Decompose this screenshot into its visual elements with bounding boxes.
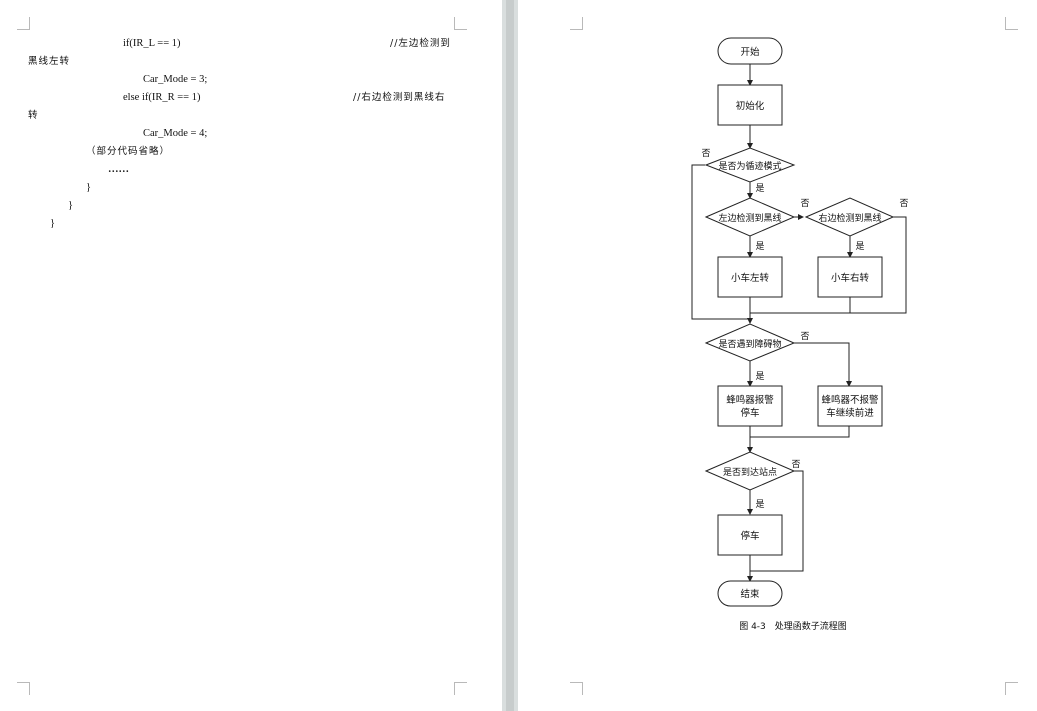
no-label: 否	[899, 198, 908, 209]
margin-mark-bottom-left	[570, 682, 583, 695]
yes-label: 是	[755, 371, 764, 382]
turn-left-label: 小车左转	[731, 272, 770, 284]
decision-right-diamond	[804, 197, 895, 237]
decision-left-diamond	[704, 197, 796, 237]
code-line: else if(IR_R == 1)	[123, 92, 201, 103]
stop-label: 停车	[740, 530, 759, 542]
decision-obstacle-diamond	[704, 323, 796, 362]
start-label: 开始	[740, 46, 760, 58]
decision-left-label: 左边检测到黑线	[718, 212, 781, 224]
margin-mark-top-right	[1005, 17, 1018, 30]
alarm-stop-label-1: 蜂鸣器报警	[726, 394, 774, 406]
alarm-stop-box	[717, 385, 783, 427]
margin-mark-top-right	[454, 17, 467, 30]
turn-right-box	[817, 256, 883, 298]
code-brace: }	[50, 218, 56, 229]
no-label: 否	[701, 148, 710, 159]
code-line: if(IR_L == 1)	[123, 38, 181, 49]
code-comment: //右边检测到黑线右	[353, 92, 446, 103]
alarm-stop-label-2: 停车	[740, 407, 759, 419]
decision-station-label: 是否到达站点	[723, 466, 777, 478]
yes-label: 是	[755, 499, 764, 510]
no-label: 否	[800, 331, 809, 342]
decision-obstacle-label: 是否遇到障碍物	[718, 338, 781, 350]
decision-right-label: 右边检测到黑线	[818, 212, 881, 224]
margin-mark-top-left	[570, 17, 583, 30]
no-alarm-box	[817, 385, 883, 427]
yes-label: 是	[855, 241, 864, 252]
margin-mark-top-left	[17, 17, 30, 30]
document-page-left: if(IR_L == 1) //左边检测到 黑线左转 Car_Mode = 3;…	[0, 0, 502, 711]
code-omitted-note: （部分代码省略）	[86, 146, 171, 157]
decision-mode-diamond	[704, 147, 796, 183]
start-terminal	[717, 37, 783, 65]
decision-station-diamond	[704, 451, 796, 491]
page-gap	[502, 0, 518, 711]
turn-right-label: 小车右转	[831, 272, 870, 284]
init-label: 初始化	[736, 100, 765, 112]
no-alarm-label-2: 车继续前进	[826, 407, 874, 419]
margin-mark-bottom-left	[17, 682, 30, 695]
end-label: 结束	[740, 588, 760, 600]
yes-label: 是	[755, 241, 764, 252]
end-terminal	[717, 580, 783, 607]
code-ellipsis: ……	[108, 164, 129, 175]
code-brace: }	[68, 200, 74, 211]
no-label: 否	[800, 198, 809, 209]
document-page-right: 开始 初始化 是否为循迹模式 左边检测到黑线 右边检测到黑线 小车左转 小车右转…	[518, 0, 1037, 711]
no-alarm-label-1: 蜂鸣器不报警	[821, 394, 879, 406]
decision-mode-label: 是否为循迹模式	[718, 160, 781, 172]
code-line: Car_Mode = 3;	[143, 74, 208, 85]
code-line: Car_Mode = 4;	[143, 128, 208, 139]
turn-left-box	[717, 256, 783, 298]
yes-label: 是	[755, 183, 764, 194]
code-comment-wrap: 黑线左转	[28, 56, 71, 67]
code-comment: //左边检测到	[390, 38, 451, 49]
init-box	[717, 84, 783, 126]
flowchart: 开始 初始化 是否为循迹模式 左边检测到黑线 右边检测到黑线 小车左转 小车右转…	[691, 37, 909, 632]
figure-caption: 图 4-3 处理函数子流程图	[739, 620, 847, 632]
stop-box	[717, 514, 783, 556]
margin-mark-bottom-right	[1005, 682, 1018, 695]
code-comment-wrap: 转	[28, 110, 39, 121]
no-label: 否	[791, 459, 800, 470]
code-brace: }	[86, 182, 92, 193]
margin-mark-bottom-right	[454, 682, 467, 695]
